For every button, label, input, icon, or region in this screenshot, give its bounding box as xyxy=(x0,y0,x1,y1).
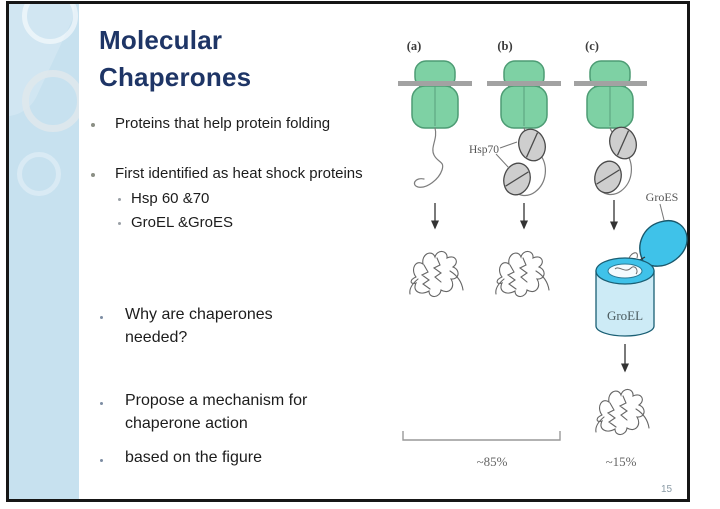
bracket-icon xyxy=(402,431,561,441)
sub-bullet-text: GroEL &GroES xyxy=(131,214,233,231)
bullet-text: First identified as heat shock proteins xyxy=(115,165,363,182)
hsp70-blob-icon xyxy=(499,159,535,199)
percent-ab-label: ~85% xyxy=(477,454,508,469)
bullet-text: Propose a mechanism for chaperone action xyxy=(125,392,308,432)
bullet-dot xyxy=(91,123,95,127)
hsp70-label: Hsp70 xyxy=(469,144,499,156)
hsp70-leader-lines xyxy=(495,141,518,169)
sub-bullet-dot xyxy=(118,198,121,201)
bullet-dot xyxy=(100,402,103,405)
ribosome-group xyxy=(411,60,634,129)
bullet-dot xyxy=(100,316,103,319)
mrna-bar-icon xyxy=(574,81,647,86)
ribosome-b-icon xyxy=(500,60,548,129)
panel-label-a: (a) xyxy=(407,39,422,53)
unfolded-chain-a xyxy=(413,127,444,188)
groes-cap-icon xyxy=(639,220,688,267)
groel-label: GroEL xyxy=(607,308,643,323)
sub-bullet-dot xyxy=(118,222,121,225)
circle-decoration-icon xyxy=(17,152,61,196)
mrna-bar-group xyxy=(398,81,647,86)
folded-protein-icon xyxy=(595,388,650,436)
slide-frame: Molecular Chaperones Proteins that help … xyxy=(6,1,690,502)
bullet-dot xyxy=(100,459,103,462)
folded-protein-icon xyxy=(495,250,550,298)
hsp70-blob-group xyxy=(499,123,641,199)
hsp70-blob-icon xyxy=(514,125,550,165)
ribosome-c-icon xyxy=(586,60,634,129)
page-number: 15 xyxy=(661,484,673,495)
panel-label-c: (c) xyxy=(585,39,599,53)
chain-in-barrel xyxy=(614,252,638,275)
bullet-text: Proteins that help protein folding xyxy=(115,115,331,132)
ribosome-a-icon xyxy=(411,60,459,129)
groel-barrel-icon: GroEL xyxy=(595,252,655,337)
page-title: Molecular Chaperones xyxy=(99,25,252,92)
sub-bullet-text: Hsp 60 &70 xyxy=(131,190,210,207)
circle-decoration-icon xyxy=(22,4,78,44)
bullet-dot xyxy=(91,173,95,177)
folded-protein-icon xyxy=(409,250,464,298)
mrna-bar-icon xyxy=(398,81,472,86)
chaperone-pathway-diagram: (a) (b) (c) xyxy=(398,39,688,469)
bullet-text: Why are chaperones needed? xyxy=(125,306,273,346)
sidebar-decoration xyxy=(9,4,79,499)
circle-decoration-icon xyxy=(22,70,79,132)
mrna-bar-icon xyxy=(487,81,561,86)
groes-leader-line xyxy=(659,203,665,221)
hsp70-blob-icon xyxy=(590,157,626,197)
bullet-text: based on the figure xyxy=(125,449,262,466)
panel-label-b: (b) xyxy=(497,39,512,53)
percent-c-label: ~15% xyxy=(606,454,637,469)
groes-label: GroES xyxy=(646,190,679,204)
